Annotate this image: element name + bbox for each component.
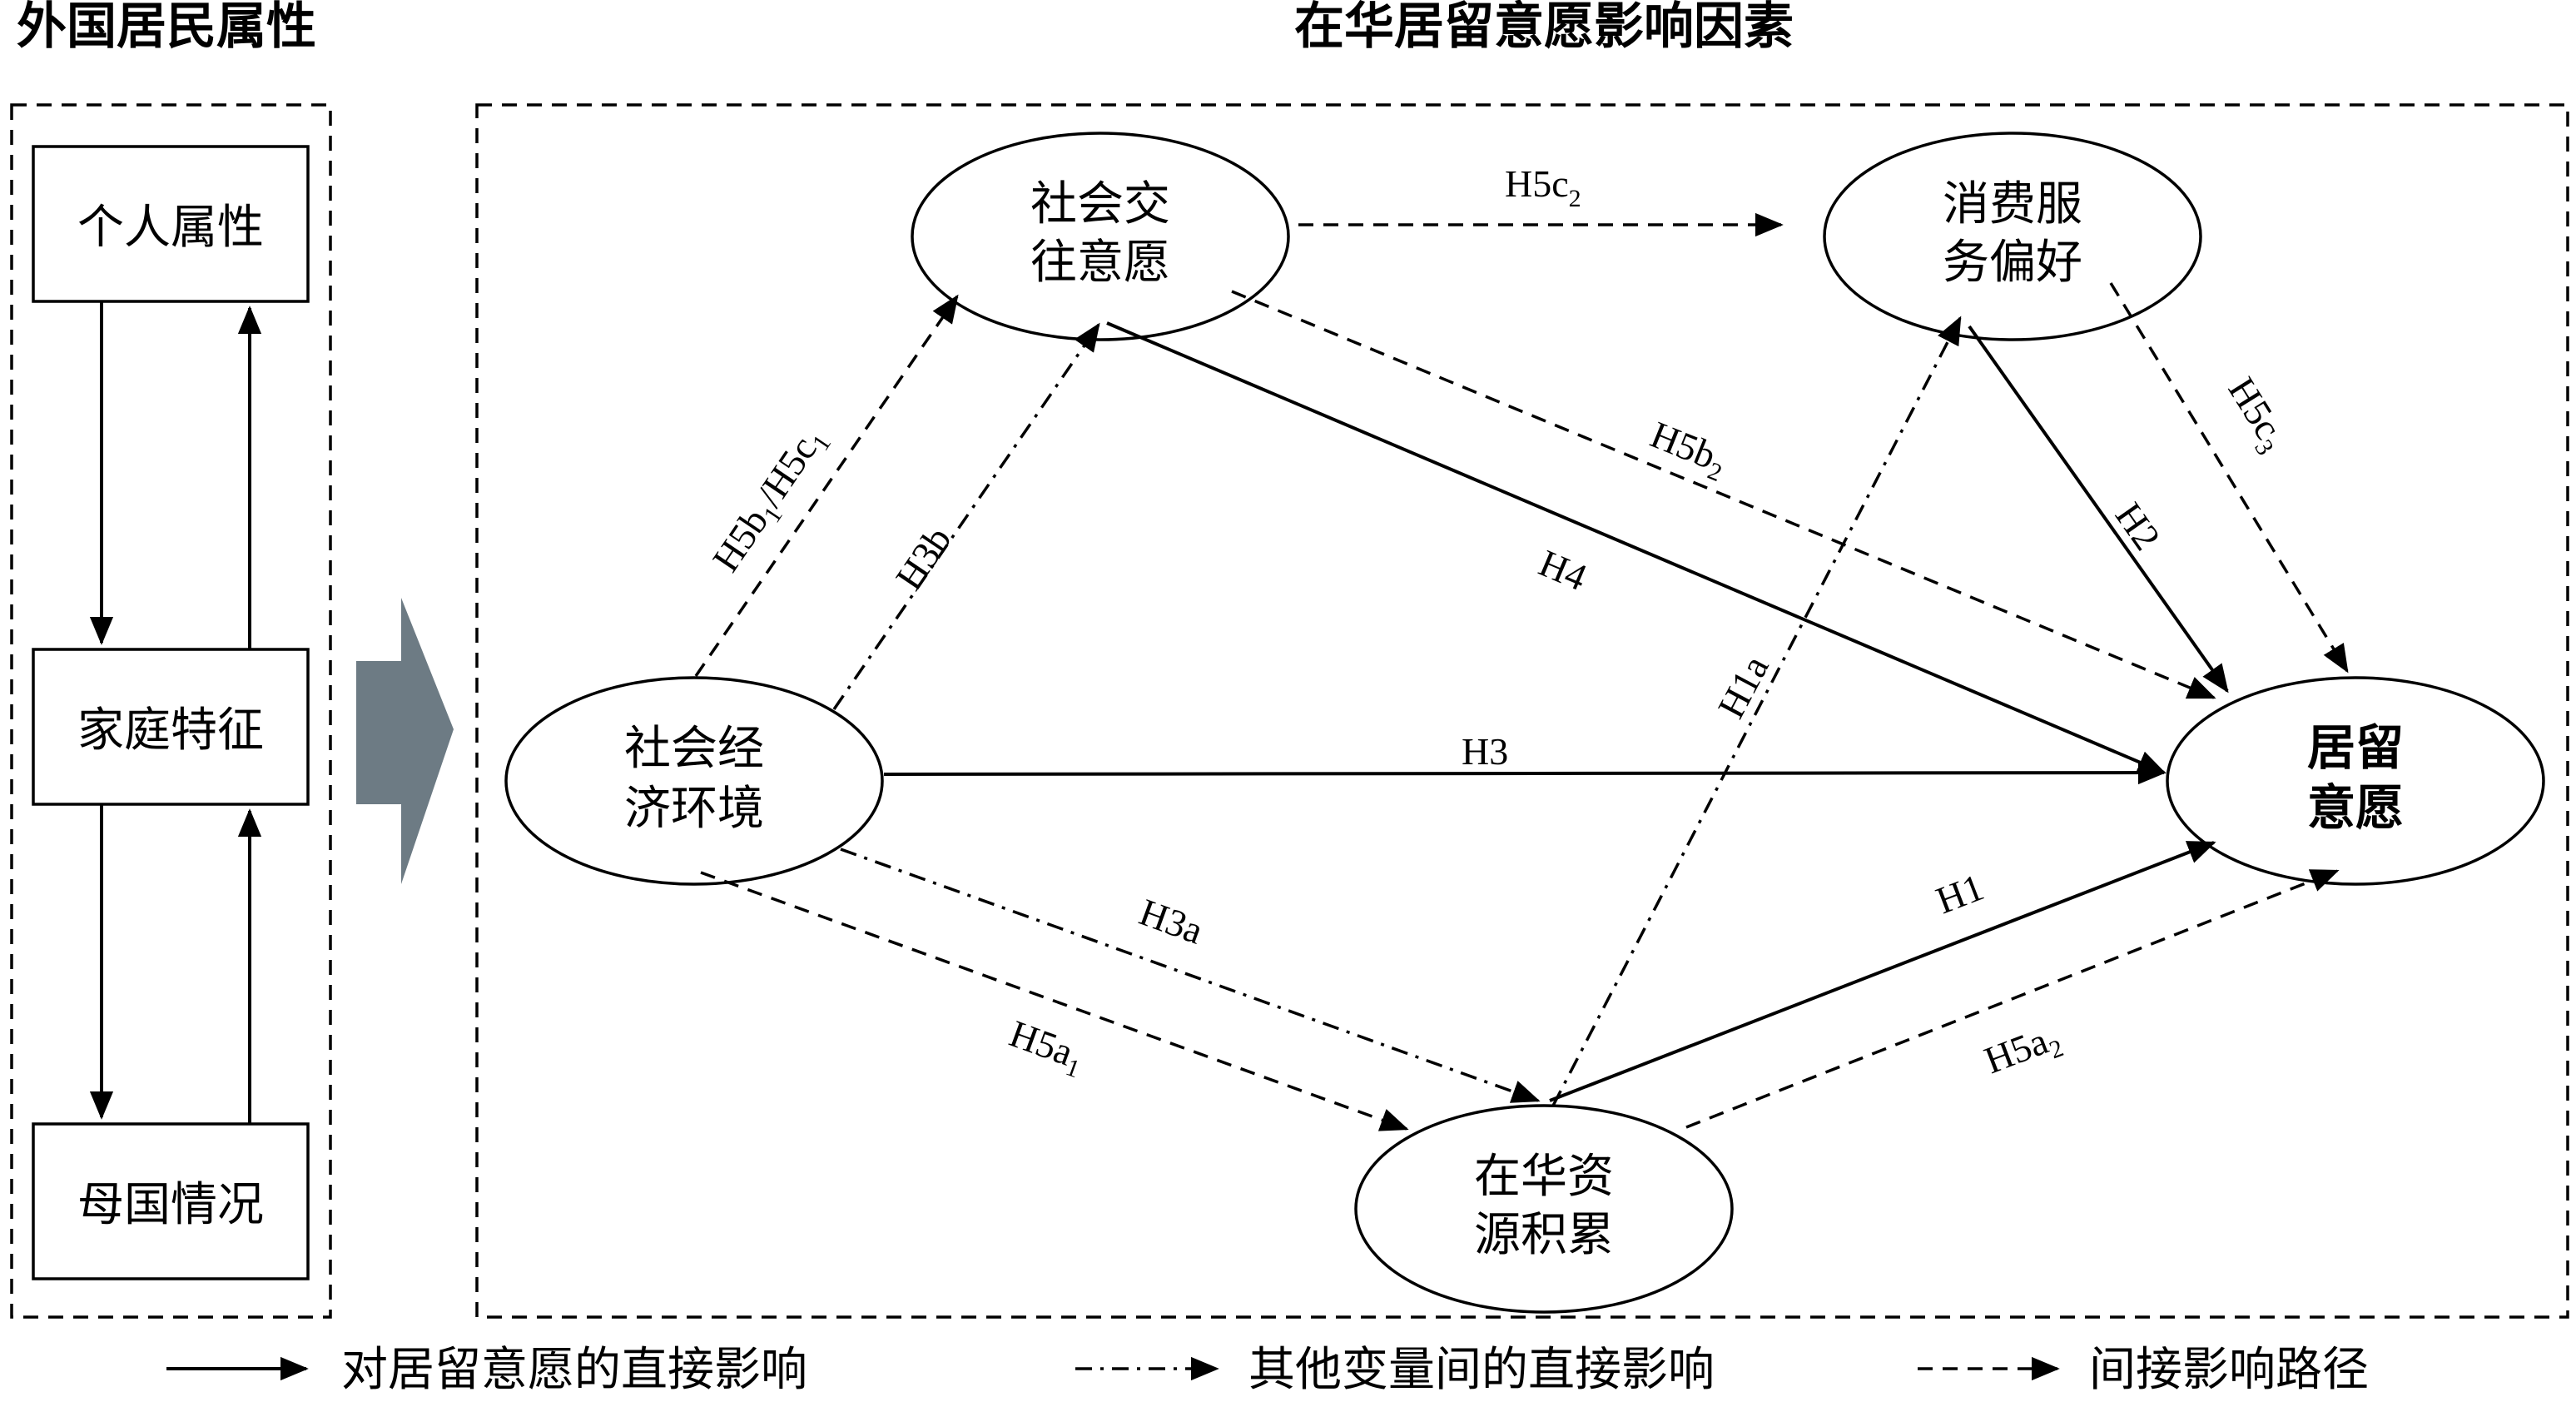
edge-h5c3 (2109, 282, 2349, 674)
legend-direct-label: 对居留意愿的直接影响 (341, 1343, 807, 1397)
node-consumption-line1: 消费服 (1943, 177, 2082, 231)
right-panel (475, 103, 2569, 1319)
svg-text:H5c3: H5c3 (2216, 370, 2297, 460)
svg-text:H3b: H3b (887, 519, 960, 597)
label-h5a2: H5a2 (1978, 1015, 2067, 1087)
node-socioeconomic (504, 676, 884, 886)
label-h3: H3 (1462, 730, 1508, 773)
label-h4: H4 (1533, 541, 1593, 599)
edge-h5a2 (1685, 869, 2340, 1129)
svg-text:H3a: H3a (1134, 890, 1209, 952)
legend-other-label: 其他变量间的直接影响 (1248, 1343, 1715, 1397)
label-h3a: H3a (1134, 890, 1209, 952)
svg-text:H5a2: H5a2 (1978, 1015, 2067, 1087)
edge-h1 (1549, 841, 2216, 1102)
svg-text:H4: H4 (1533, 541, 1593, 599)
edge-h3b (832, 322, 1100, 710)
svg-text:H1a: H1a (1710, 649, 1777, 725)
home-country-box (32, 1122, 310, 1280)
label-h2: H2 (2107, 495, 2169, 557)
family-feature-box (32, 648, 310, 806)
node-social-interaction (911, 132, 1290, 341)
home-country-label: 母国情况 (77, 1178, 264, 1232)
edge-h3 (883, 760, 2167, 785)
left-panel (10, 103, 332, 1319)
node-consumption-line2: 务偏好 (1943, 236, 2082, 290)
node-socioeconomic-line2: 济环境 (624, 782, 764, 836)
edge-h4 (1106, 321, 2167, 774)
svg-text:H1: H1 (1930, 866, 1989, 922)
label-h5a1: H5a1 (1002, 1012, 1090, 1083)
legend-indirect-label: 间接影响路径 (2089, 1343, 2369, 1397)
svg-text:H2: H2 (2107, 495, 2169, 557)
node-socioeconomic-line1: 社会经 (624, 722, 764, 776)
node-residence-line2: 意愿 (2307, 779, 2404, 836)
label-h5c3: H5c3 (2216, 370, 2297, 460)
node-social-interaction-line2: 往意愿 (1030, 236, 1170, 290)
edge-h5a1 (700, 871, 1409, 1131)
node-resources (1354, 1104, 1734, 1314)
label-h3b: H3b (887, 519, 960, 597)
personal-attribute-box (32, 145, 310, 303)
node-resources-line2: 源积累 (1474, 1208, 1614, 1262)
personal-attribute-label: 个人属性 (77, 201, 264, 255)
label-h5b2: H5b2 (1643, 413, 1734, 487)
label-h5c2: H5c2 (1505, 162, 1581, 212)
svg-text:H5b2: H5b2 (1643, 413, 1734, 487)
node-resources-line1: 在华资 (1474, 1150, 1614, 1204)
edge-h3a (840, 848, 1541, 1103)
label-h1: H1 (1930, 866, 1989, 922)
edge-h2 (1968, 325, 2229, 694)
node-consumption (1823, 132, 2202, 341)
node-residence-intention (2166, 676, 2545, 886)
transition-arrow-icon (356, 598, 454, 884)
right-title: 在华居留意愿影响因素 (1294, 0, 1794, 56)
edge-h5b2 (1231, 290, 2216, 699)
edge-h5b1-h5c1 (694, 294, 959, 677)
node-residence-line1: 居留 (2307, 719, 2404, 776)
edge-h1a (1551, 316, 1962, 1106)
label-h1a: H1a (1710, 649, 1777, 725)
left-title: 外国居民属性 (17, 0, 316, 56)
family-feature-label: 家庭特征 (77, 703, 264, 758)
node-social-interaction-line1: 社会交 (1030, 177, 1170, 231)
svg-text:H5a1: H5a1 (1002, 1012, 1090, 1083)
